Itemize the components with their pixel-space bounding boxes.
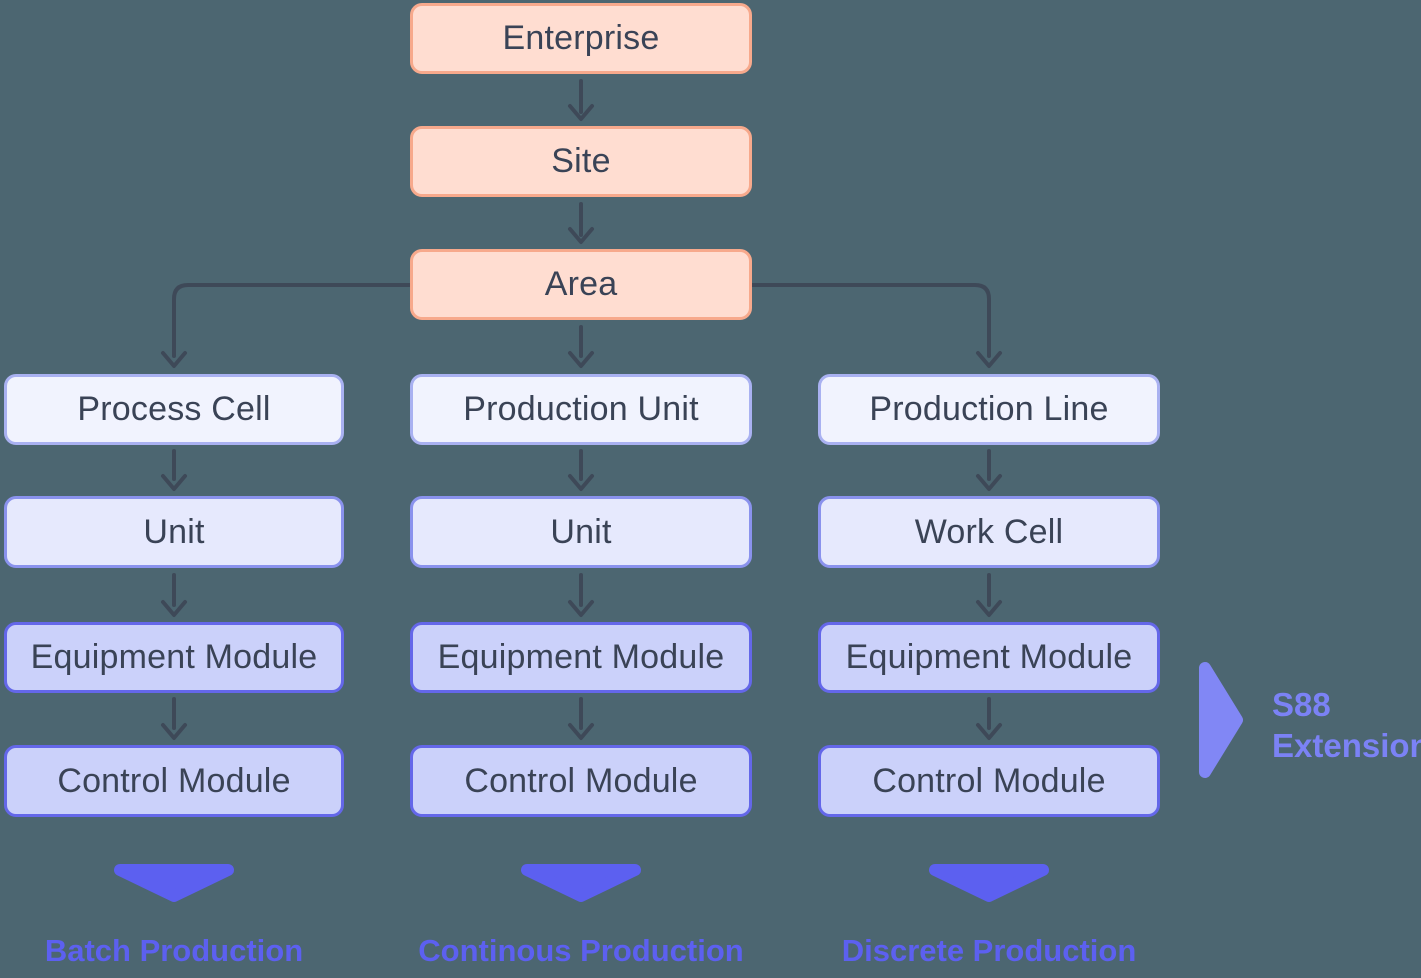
arrow-production-unit-unit	[568, 449, 594, 491]
s88-extension-label: S88 Extension	[1272, 684, 1421, 766]
discrete-production-label: Discrete Production	[841, 933, 1137, 968]
batch-production-label: Batch Production	[44, 933, 304, 968]
arrow-production-line-work-cell	[976, 449, 1002, 491]
arrow-area-process-cell	[161, 283, 412, 368]
node-control-module-discrete: Control Module	[818, 745, 1160, 817]
arrow-work-cell-equipment	[976, 573, 1002, 617]
node-equipment-module-continuous: Equipment Module	[410, 622, 752, 693]
s88-extension-line1: S88	[1272, 686, 1331, 723]
node-control-module-continuous: Control Module	[410, 745, 752, 817]
node-production-line: Production Line	[818, 374, 1160, 445]
arrow-area-production-unit	[568, 325, 594, 368]
arrow-unit-equipment-batch	[161, 573, 187, 617]
node-unit-batch: Unit	[4, 496, 344, 568]
node-equipment-module-discrete: Equipment Module	[818, 622, 1160, 693]
batch-production-triangle-icon	[114, 864, 234, 902]
s88-extension-arrow-icon	[1199, 662, 1243, 778]
continuous-production-label: Continous Production	[418, 933, 744, 968]
node-process-cell: Process Cell	[4, 374, 344, 445]
node-enterprise: Enterprise	[410, 3, 752, 74]
s88-extension-line2: Extension	[1272, 727, 1421, 764]
arrow-equipment-control-continuous	[568, 697, 594, 740]
arrow-equipment-control-discrete	[976, 697, 1002, 740]
node-area: Area	[410, 249, 752, 320]
arrow-area-production-line	[750, 283, 1002, 368]
arrow-unit-equipment-continuous	[568, 573, 594, 617]
arrow-enterprise-site	[568, 79, 594, 121]
discrete-production-triangle-icon	[929, 864, 1049, 902]
arrow-process-cell-unit	[161, 449, 187, 491]
continuous-production-triangle-icon	[521, 864, 641, 902]
node-production-unit: Production Unit	[410, 374, 752, 445]
node-work-cell: Work Cell	[818, 496, 1160, 568]
node-equipment-module-batch: Equipment Module	[4, 622, 344, 693]
node-site: Site	[410, 126, 752, 197]
node-control-module-batch: Control Module	[4, 745, 344, 817]
arrow-site-area	[568, 202, 594, 244]
arrow-equipment-control-batch	[161, 697, 187, 740]
node-unit-continuous: Unit	[410, 496, 752, 568]
